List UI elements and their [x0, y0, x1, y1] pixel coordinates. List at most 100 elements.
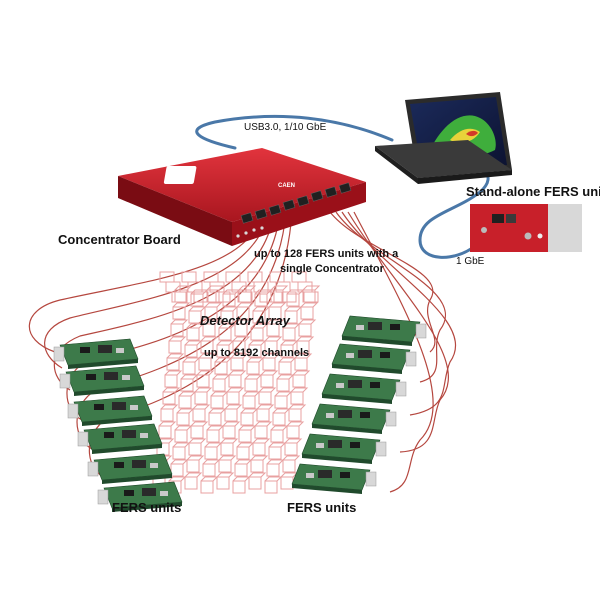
- detector-cube-icon: [232, 476, 251, 494]
- concentrator-ports: [240, 182, 352, 224]
- label-capacity-line1: up to 128 FERS units with a: [254, 248, 399, 260]
- label-concentrator-board: Concentrator Board: [58, 232, 181, 247]
- detector-cube-icon: [244, 374, 263, 392]
- detector-cube-icon: [214, 357, 233, 375]
- detector-cube-icon: [164, 370, 183, 388]
- detector-cube-icon: [246, 357, 265, 375]
- concentrator-led-row: [236, 226, 264, 238]
- label-standalone-fers: Stand-alone FERS unit: [466, 184, 600, 199]
- detector-cube-icon: [184, 340, 203, 358]
- detector-cube-icon: [252, 306, 271, 324]
- detector-cube-icon: [171, 291, 187, 303]
- fers-units-left: [53, 338, 183, 512]
- detector-array: [152, 271, 321, 494]
- detector-cube-icon: [222, 421, 241, 439]
- detector-cube-icon: [270, 425, 289, 443]
- detector-cube-icon: [237, 291, 253, 303]
- fers-board-icon: [77, 423, 163, 454]
- detector-cube-icon: [166, 353, 185, 371]
- detector-cube-icon: [280, 340, 299, 358]
- detector-cube-icon: [204, 302, 223, 320]
- detector-cube-icon: [206, 285, 225, 303]
- fers-board-icon: [59, 365, 145, 396]
- fers-board-icon: [87, 453, 173, 484]
- concentrator-side: [118, 176, 232, 246]
- detector-cube-icon: [220, 306, 239, 324]
- detector-cube-icon: [281, 291, 297, 303]
- detector-cube-icon: [302, 285, 321, 303]
- detector-cube-icon: [192, 404, 211, 422]
- detector-cube-icon: [218, 455, 237, 473]
- detector-cube-icon: [284, 306, 303, 324]
- detector-cube-icon: [264, 476, 283, 494]
- detector-cube-icon: [242, 391, 261, 409]
- detector-cube-icon: [193, 291, 209, 303]
- detector-cube-icon: [224, 404, 243, 422]
- concentrator-front: [232, 182, 366, 246]
- concentrator-board: CAEN: [118, 148, 366, 246]
- fers-board-icon: [331, 343, 417, 374]
- label-detector-array: Detector Array: [200, 313, 290, 328]
- detector-cube-icon: [248, 340, 267, 358]
- detector-cube-icon: [268, 302, 287, 320]
- fers-board-icon: [301, 433, 387, 464]
- detector-cube-icon: [178, 391, 197, 409]
- detector-cube-icon: [276, 374, 295, 392]
- detector-cube-icon: [234, 319, 253, 337]
- detector-cube-icon: [284, 438, 303, 456]
- detector-cube-icon: [290, 387, 309, 405]
- laptop: [375, 92, 512, 184]
- label-fers-units-left: FERS units: [112, 500, 182, 515]
- detector-cube-icon: [202, 459, 221, 477]
- fers-units-right: [291, 315, 427, 494]
- detector-cube-icon: [181, 271, 197, 283]
- detector-cube-icon: [250, 455, 269, 473]
- detector-cube-icon: [170, 459, 189, 477]
- detector-cube-icon: [266, 319, 285, 337]
- detector-cube-icon: [292, 370, 311, 388]
- label-channels: up to 8192 channels: [204, 347, 310, 359]
- detector-cube-icon: [210, 391, 229, 409]
- detector-cube-icon: [176, 408, 195, 426]
- label-1gbe: 1 GbE: [456, 256, 485, 267]
- detector-cube-icon: [262, 353, 281, 371]
- detector-cube-icon: [256, 404, 275, 422]
- detector-cube-icon: [238, 285, 257, 303]
- concentrator-logo: CAEN: [278, 183, 295, 189]
- detector-cube-icon: [216, 472, 235, 490]
- detector-cube-icon: [215, 291, 231, 303]
- detector-cube-icon: [180, 374, 199, 392]
- detector-cube-icon: [158, 421, 177, 439]
- detector-cube-icon: [170, 319, 189, 337]
- fers-board-icon: [67, 395, 153, 426]
- label-fers-units-right: FERS units: [287, 500, 357, 515]
- detector-cube-icon: [268, 442, 287, 460]
- detector-cube-icon: [194, 387, 213, 405]
- detector-cube-icon: [258, 387, 277, 405]
- detector-cube-icon: [162, 387, 181, 405]
- fers-board-icon: [97, 481, 183, 512]
- fers-ethernet-port: [492, 214, 504, 223]
- detector-cube-icon: [303, 291, 319, 303]
- detector-cube-icon: [254, 421, 273, 439]
- detector-cube-icon: [184, 472, 203, 490]
- detector-cube-icon: [186, 323, 205, 341]
- detector-cube-icon: [172, 442, 191, 460]
- detector-cube-icon: [278, 357, 297, 375]
- fers-board-icon: [291, 463, 377, 494]
- fers-board-icon: [321, 373, 407, 404]
- fers-board-icon: [341, 315, 427, 346]
- detector-cube-icon: [252, 438, 271, 456]
- detector-cube-icon: [202, 319, 221, 337]
- detector-cube-icon: [200, 336, 219, 354]
- standalone-fers-unit: [470, 204, 582, 252]
- detector-cube-icon: [248, 472, 267, 490]
- detector-cube-icon: [240, 408, 259, 426]
- label-capacity-line2: single Concentrator: [280, 263, 384, 275]
- detector-cube-icon: [238, 425, 257, 443]
- detector-cube-icon: [230, 353, 249, 371]
- detector-cube-icon: [186, 455, 205, 473]
- detector-cube-icon: [188, 438, 207, 456]
- detector-cube-icon: [296, 336, 315, 354]
